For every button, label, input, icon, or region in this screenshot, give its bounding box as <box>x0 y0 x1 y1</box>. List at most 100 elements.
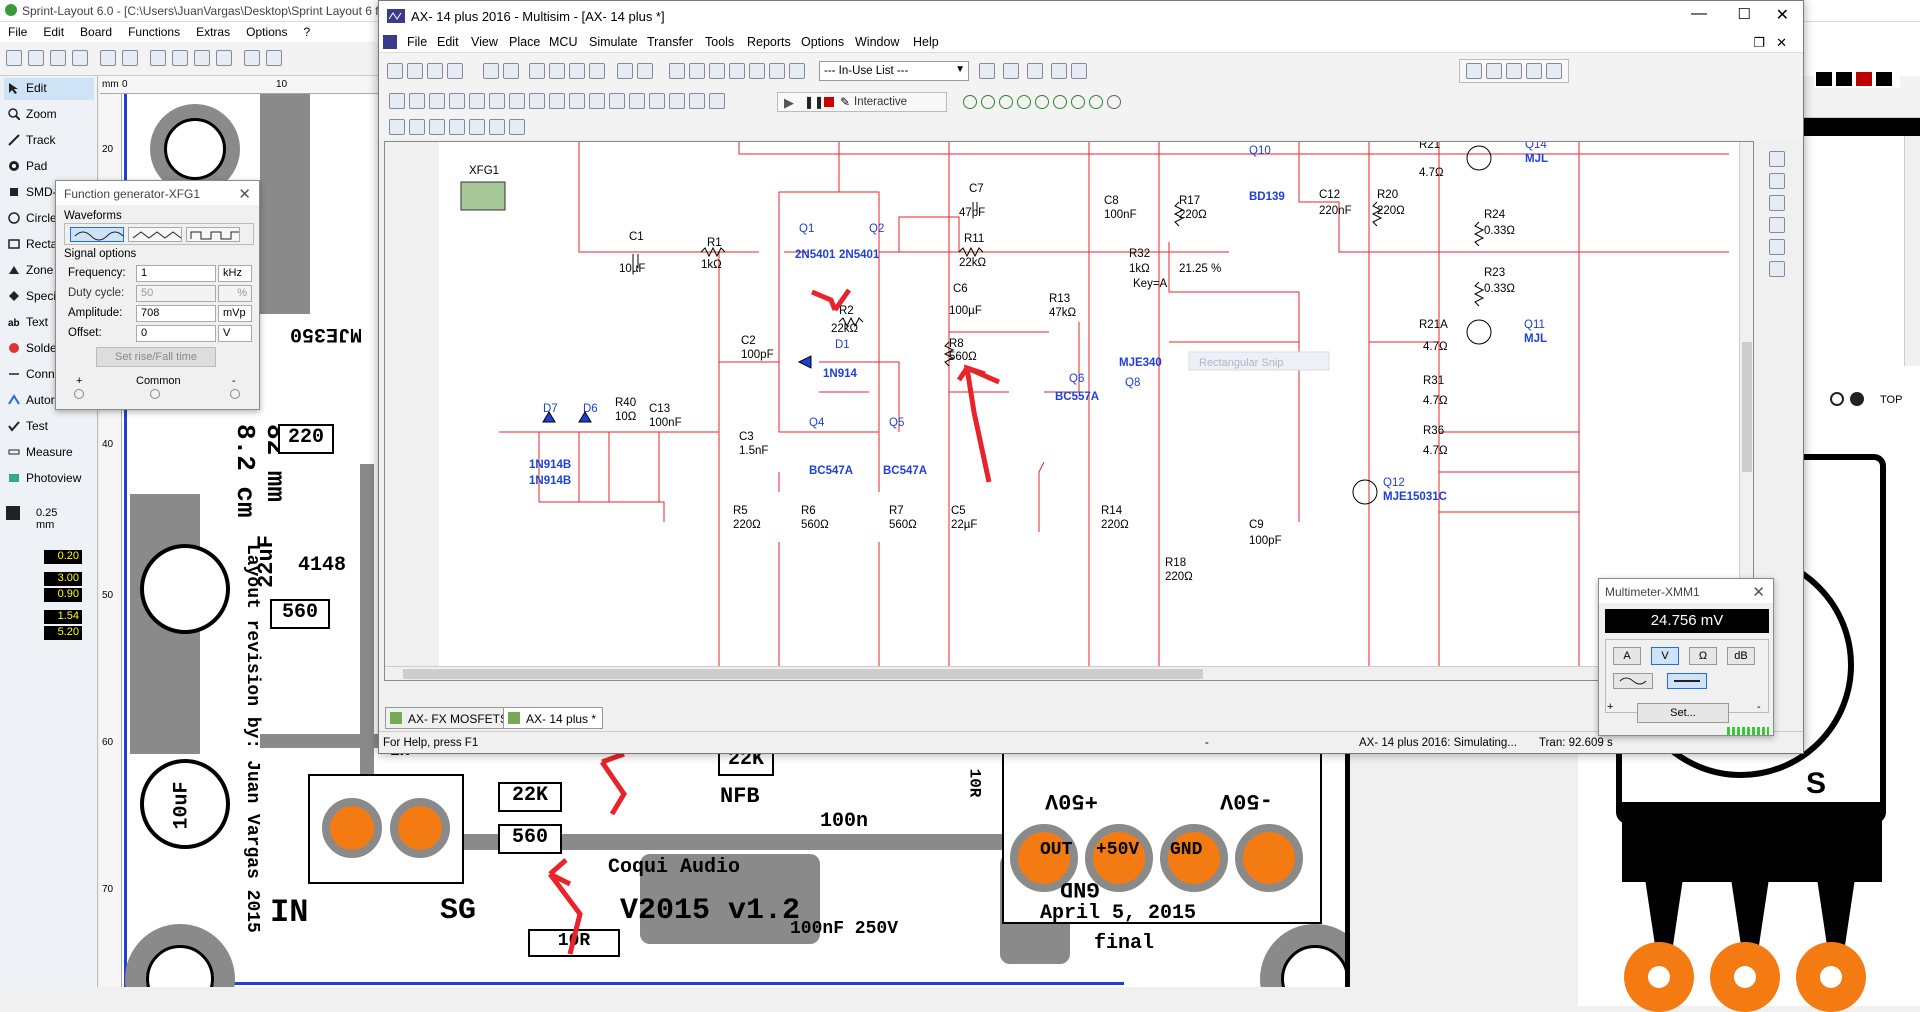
graphic-1-icon[interactable] <box>389 119 405 135</box>
transfer-icon[interactable] <box>1003 63 1019 79</box>
cmos-icon[interactable] <box>509 93 525 109</box>
mcu-icon[interactable] <box>669 93 685 109</box>
sprint-menu-help[interactable]: ? <box>303 25 311 39</box>
duplicate-icon[interactable] <box>244 50 260 66</box>
sprint-menu-extras[interactable]: Extras <box>196 25 231 39</box>
paste-icon[interactable] <box>569 63 585 79</box>
logic-analyzer-icon[interactable] <box>1089 95 1103 109</box>
menu-help[interactable]: Help <box>913 35 939 49</box>
new-icon[interactable] <box>387 63 403 79</box>
menu-edit[interactable]: Edit <box>437 35 459 49</box>
new-file-icon[interactable] <box>6 50 22 66</box>
sprint-menu-file[interactable]: File <box>8 25 28 39</box>
power-icon[interactable] <box>589 93 605 109</box>
graphic-4-icon[interactable] <box>449 119 465 135</box>
tool-zone[interactable]: Zone <box>4 260 94 282</box>
tool-track[interactable]: Track <box>4 130 94 152</box>
tool-2-icon[interactable] <box>1769 173 1785 189</box>
graphic-3-icon[interactable] <box>429 119 445 135</box>
smd-width-value[interactable]: 1.54 <box>44 610 82 624</box>
offset-input[interactable]: 0 <box>136 325 216 342</box>
copy-icon[interactable] <box>172 50 188 66</box>
delete-icon[interactable] <box>216 50 232 66</box>
rf-icon[interactable] <box>629 93 645 109</box>
print-icon[interactable] <box>72 50 88 66</box>
cut-icon[interactable] <box>150 50 166 66</box>
save-icon[interactable] <box>447 63 463 79</box>
undo-icon[interactable] <box>617 63 633 79</box>
right-scrollbar[interactable] <box>1904 136 1920 366</box>
close-icon[interactable]: ✕ <box>1775 7 1789 24</box>
mixed-icon[interactable] <box>549 93 565 109</box>
maximize-icon[interactable]: ☐ <box>1737 6 1751 23</box>
indicator-icon[interactable] <box>569 93 585 109</box>
database-icon[interactable] <box>709 63 725 79</box>
postprocessor-icon[interactable] <box>729 63 745 79</box>
word-generator-icon[interactable] <box>1071 95 1085 109</box>
component-wizard-icon[interactable] <box>749 63 765 79</box>
plus-terminal-icon[interactable] <box>74 389 84 399</box>
misc-digital-icon[interactable] <box>529 93 545 109</box>
annotate-icon[interactable] <box>1027 63 1043 79</box>
menu-mcu[interactable]: MCU <box>549 35 578 49</box>
menu-tools[interactable]: Tools <box>705 35 735 49</box>
tool-edit[interactable]: Edit <box>4 78 94 100</box>
full-screen-icon[interactable] <box>1546 63 1562 79</box>
mode-ohmmeter-button[interactable]: Ω <box>1689 647 1717 665</box>
canvas-horizontal-scrollbar[interactable] <box>385 666 1741 680</box>
sprint-menu-options[interactable]: Options <box>246 25 288 39</box>
menu-transfer[interactable]: Transfer <box>647 35 694 49</box>
close-icon[interactable]: ✕ <box>1752 584 1765 601</box>
sprint-menu-functions[interactable]: Functions <box>128 25 181 39</box>
dc-button[interactable] <box>1667 673 1707 689</box>
tool-zoom[interactable]: Zoom <box>4 104 94 126</box>
smd-height-value[interactable]: 5.20 <box>44 626 82 640</box>
menu-simulate[interactable]: Simulate <box>589 35 638 49</box>
minus-terminal-icon[interactable] <box>230 389 240 399</box>
mode-ammeter-button[interactable]: A <box>1613 647 1641 665</box>
tool-3-icon[interactable] <box>1769 195 1785 211</box>
graphic-6-icon[interactable] <box>489 119 505 135</box>
tool-smd[interactable]: SMD- <box>4 182 94 204</box>
ac-button[interactable] <box>1613 673 1653 689</box>
pad-inner-value[interactable]: 0.90 <box>44 588 82 602</box>
graphic-5-icon[interactable] <box>469 119 485 135</box>
layer-r1-icon[interactable] <box>1816 72 1832 86</box>
tool-special[interactable]: Specia <box>4 286 94 308</box>
diode-icon[interactable] <box>429 93 445 109</box>
tool-5-icon[interactable] <box>1769 239 1785 255</box>
save-icon[interactable] <box>50 50 66 66</box>
zoom-area-icon[interactable] <box>1506 63 1522 79</box>
pad-outer-value[interactable]: 3.00 <box>44 572 82 586</box>
frequency-input[interactable]: 1 <box>136 265 216 282</box>
open-sample-icon[interactable] <box>427 63 443 79</box>
tool-measure[interactable]: Measure <box>4 442 94 464</box>
rise-fall-button[interactable]: Set rise/Fall time <box>96 347 216 367</box>
canvas-vertical-scrollbar[interactable] <box>1739 142 1753 680</box>
sprint-menu-edit[interactable]: Edit <box>43 25 65 39</box>
ttl-icon[interactable] <box>489 93 505 109</box>
mode-voltmeter-button[interactable]: V <box>1651 647 1679 665</box>
mode-db-button[interactable]: dB <box>1727 647 1755 665</box>
duty-cycle-input[interactable]: 50 <box>136 285 216 302</box>
menu-view[interactable]: View <box>471 35 498 49</box>
graphic-2-icon[interactable] <box>409 119 425 135</box>
grid-size[interactable]: 0.25 mm <box>36 507 58 531</box>
multimeter-icon[interactable] <box>963 95 977 109</box>
electromechanical-icon[interactable] <box>649 93 665 109</box>
minimize-icon[interactable]: — <box>1691 5 1707 22</box>
copy-icon[interactable] <box>549 63 565 79</box>
frequency-unit[interactable]: kHz <box>218 265 252 282</box>
tool-pad[interactable]: Pad <box>4 156 94 178</box>
layer-r2-icon[interactable] <box>1836 72 1852 86</box>
refresh-icon[interactable] <box>1830 392 1844 406</box>
bode-plotter-icon[interactable] <box>1035 95 1049 109</box>
open-icon[interactable] <box>407 63 423 79</box>
track-width-value[interactable]: 0.20 <box>44 550 82 564</box>
tool-solder[interactable]: Solder <box>4 338 94 360</box>
sprint-menu-board[interactable]: Board <box>80 25 113 39</box>
redo-icon[interactable] <box>122 50 138 66</box>
print-icon[interactable] <box>483 63 499 79</box>
resistor-icon[interactable] <box>409 93 425 109</box>
